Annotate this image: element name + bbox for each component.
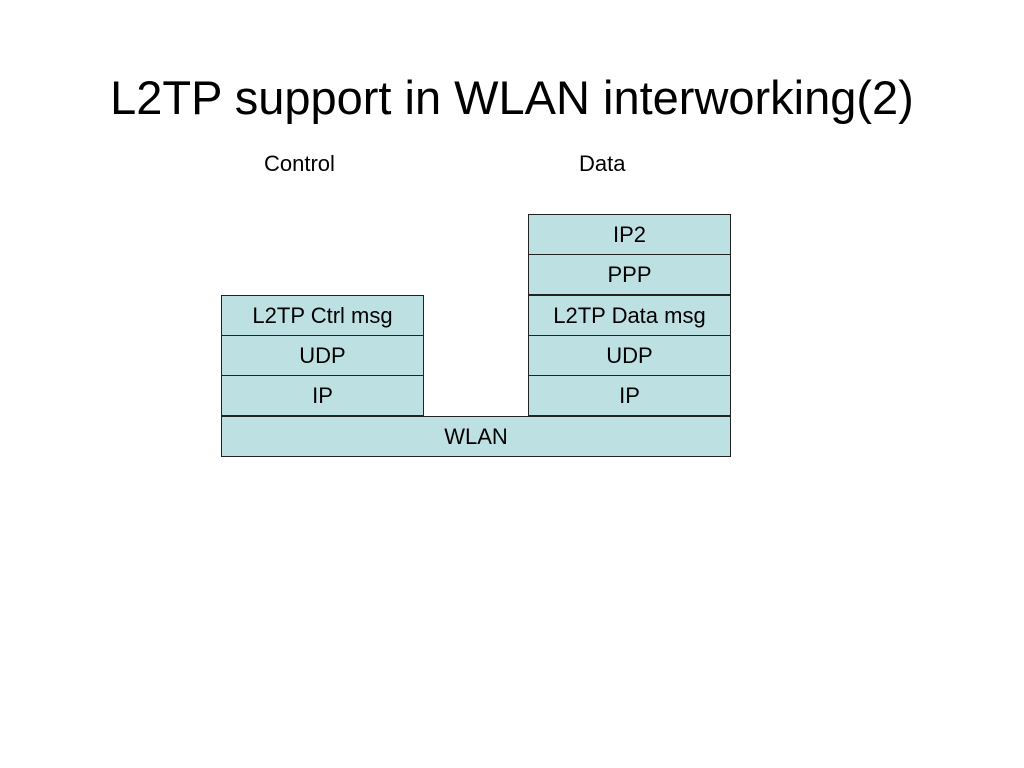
control-layer-l2tp-ctrl-msg: L2TP Ctrl msg (221, 295, 424, 336)
control-layer-ip: IP (221, 375, 424, 416)
control-protocol-stack: L2TP Ctrl msg UDP IP (221, 295, 424, 417)
data-layer-ip: IP (528, 375, 731, 416)
control-column-label: Control (264, 151, 335, 176)
data-layer-udp: UDP (528, 335, 731, 376)
data-layer-ppp: PPP (528, 254, 731, 295)
slide-title: L2TP support in WLAN interworking(2) (110, 71, 914, 124)
data-layer-l2tp-data-msg: L2TP Data msg (528, 295, 731, 336)
wlan-base-layer: WLAN (221, 416, 731, 457)
data-layer-ip2: IP2 (528, 214, 731, 255)
data-protocol-stack: IP2 PPP L2TP Data msg UDP IP (528, 214, 731, 417)
data-column-label: Data (579, 151, 626, 176)
control-layer-udp: UDP (221, 335, 424, 376)
